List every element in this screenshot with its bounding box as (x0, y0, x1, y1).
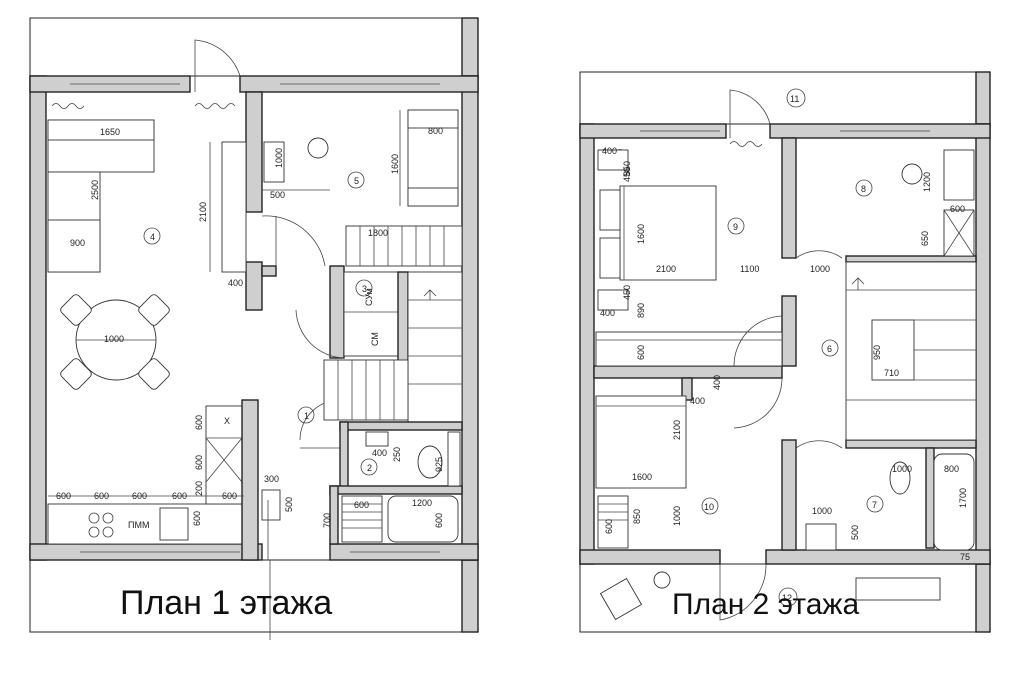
floor-1-dimensions: 1650 2500 900 2100 400 1000 500 800 1600… (56, 126, 444, 530)
dimension-label: 650 (920, 231, 930, 246)
room-number: 7 (872, 500, 877, 510)
dimension-label: 400 (602, 146, 617, 156)
dimension-label: 1000 (274, 148, 284, 168)
dimension-label: 600 (950, 204, 965, 214)
dimension-label: 450 (622, 285, 632, 300)
dimension-label: 400 (600, 308, 615, 318)
dimension-label: 600 (194, 455, 204, 470)
label-sym: СУм (364, 288, 374, 306)
room-number: 5 (354, 176, 359, 186)
dimension-label: 1600 (632, 472, 652, 482)
dimension-label: 600 (56, 491, 71, 501)
dimension-label: 600 (636, 345, 646, 360)
dimension-label: 1600 (636, 224, 646, 244)
dimension-label: 1000 (812, 506, 832, 516)
dimension-label: 850 (622, 161, 632, 176)
dimension-label: 400 (712, 375, 722, 390)
dimension-label: 600 (194, 415, 204, 430)
dimension-label: 1200 (922, 172, 932, 192)
dimension-label: 600 (434, 513, 444, 528)
room-number: 1 (304, 411, 309, 421)
dimension-label: 2100 (198, 202, 208, 222)
dimension-label: 2100 (656, 264, 676, 274)
dimension-label: 1200 (412, 498, 432, 508)
dimension-label: 800 (944, 464, 959, 474)
dimension-label: 1000 (104, 334, 124, 344)
floor-2-title: План 2 этажа (672, 588, 859, 621)
dimension-label: 700 (322, 513, 332, 528)
dimension-label: 600 (172, 491, 187, 501)
room-number: 4 (150, 232, 155, 242)
floor-1-title: План 1 этажа (120, 584, 332, 622)
room-number: 11 (790, 94, 799, 104)
dimension-label: 500 (284, 497, 294, 512)
dimension-label: 1700 (958, 488, 968, 508)
dimension-label: 800 (428, 126, 443, 136)
dimension-label: 600 (132, 491, 147, 501)
dimension-label: 500 (850, 525, 860, 540)
dimension-label: 1100 (740, 264, 759, 274)
dimension-label: 400 (372, 448, 387, 458)
room-number: 6 (827, 344, 832, 354)
dimension-label: 200 (194, 481, 204, 496)
dimension-label: 450 (622, 167, 632, 182)
floor-2-plan (579, 71, 991, 633)
dimension-label: 900 (70, 238, 85, 248)
dimension-label: 600 (354, 500, 369, 510)
dimension-label: 950 (872, 345, 882, 360)
floor-2-dimensions: 400 850 450 1600 2100 1100 450 890 400 6… (600, 146, 970, 562)
label-pmm: ПММ (128, 520, 149, 530)
dimension-label: 1000 (892, 464, 912, 474)
floor-1-room-numbers: 1 2 3 4 5 (143, 171, 378, 476)
room-number: 9 (733, 222, 738, 232)
dimension-label: 75 (960, 552, 970, 562)
dimension-label: 850 (632, 509, 642, 524)
dimension-label: 600 (192, 511, 202, 526)
dimension-label: 400 (228, 278, 243, 288)
dimension-label: 400 (690, 396, 705, 406)
dimension-label: 710 (884, 368, 899, 378)
dimension-label: 890 (636, 303, 646, 318)
label-cm: СМ (370, 332, 380, 346)
dimension-label: 600 (94, 491, 109, 501)
room-number: 3 (362, 284, 367, 294)
label-x: Х (224, 416, 230, 426)
dimension-label: 250 (392, 447, 402, 462)
dimension-label: 2500 (90, 180, 100, 200)
dimension-label: 300 (264, 474, 279, 484)
dimension-label: 1600 (390, 154, 400, 174)
dimension-label: 925 (434, 457, 444, 472)
dimension-label: 2100 (672, 420, 682, 440)
room-number: 10 (704, 502, 714, 512)
room-number: 8 (861, 184, 866, 194)
floor-1-plan (29, 17, 479, 640)
room-number: 12 (782, 593, 792, 603)
room-number: 2 (367, 463, 372, 473)
dimension-label: 600 (222, 491, 237, 501)
dimension-label: 1000 (672, 506, 682, 526)
dimension-label: 1800 (368, 228, 388, 238)
dimension-label: 500 (270, 190, 285, 200)
dimension-label: 1650 (100, 127, 120, 137)
dimension-label: 1000 (810, 264, 830, 274)
floor-2-room-numbers: 6 7 8 9 10 11 12 (701, 88, 884, 607)
dimension-label: 600 (604, 519, 614, 534)
